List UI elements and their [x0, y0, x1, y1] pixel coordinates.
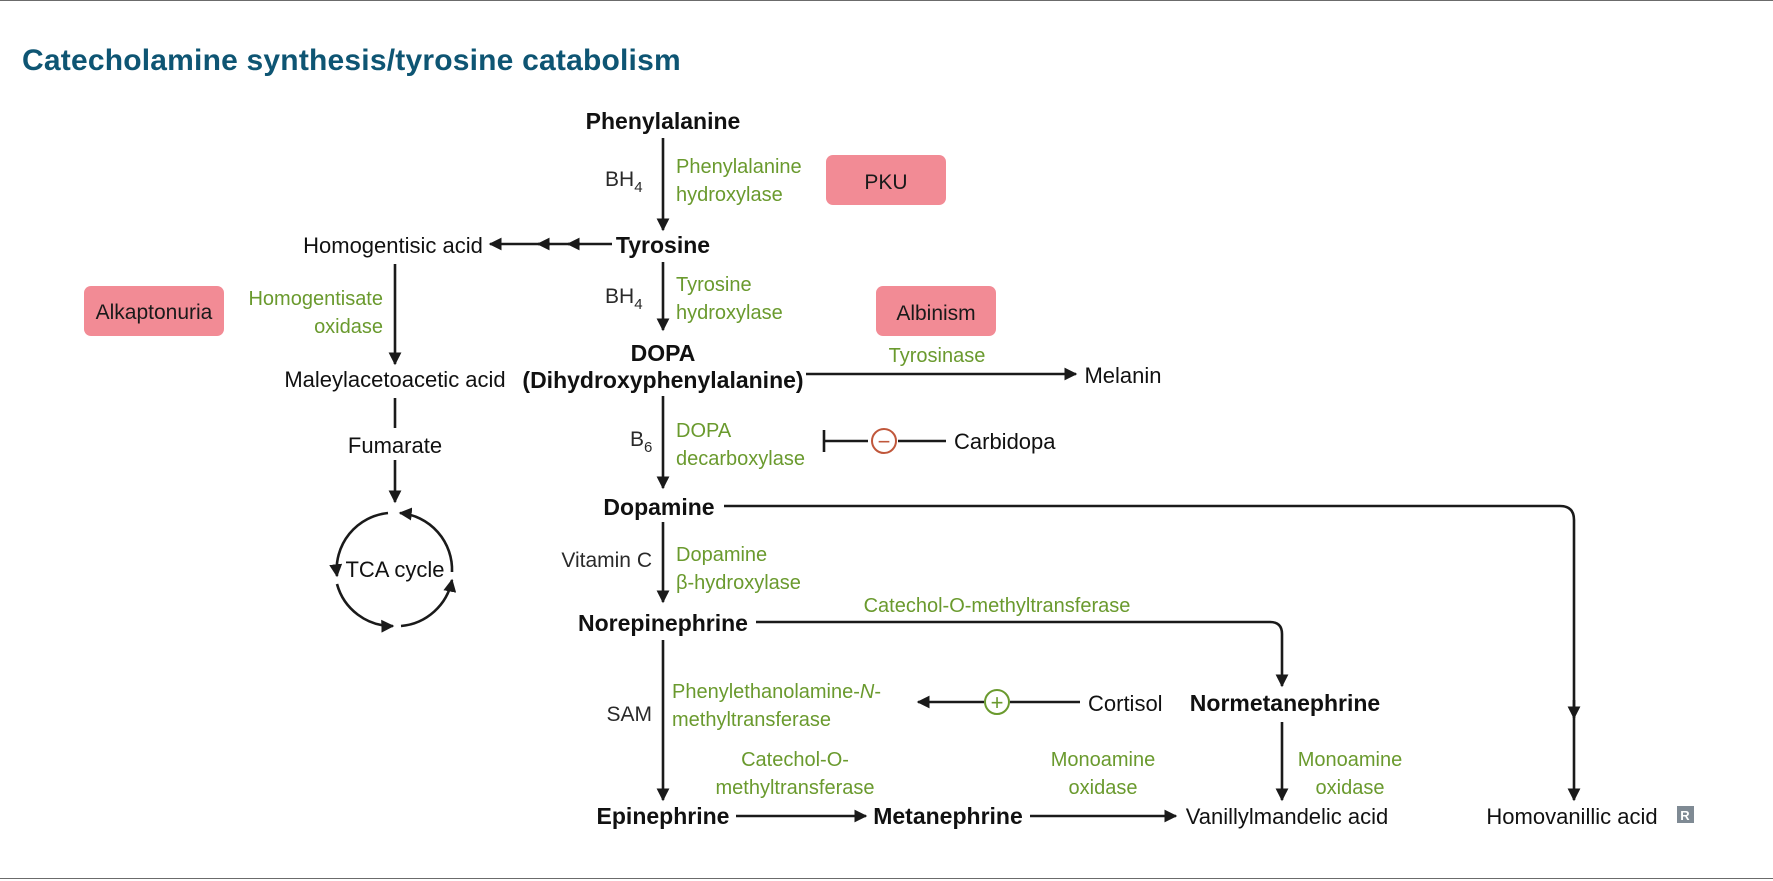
node-normetanephrine: Normetanephrine	[1190, 690, 1380, 716]
cofactor-sam: SAM	[606, 703, 652, 726]
enzyme-dopa-decarboxylase-line1: DOPA	[676, 420, 732, 442]
node-norepinephrine: Norepinephrine	[578, 610, 748, 636]
node-tyrosine: Tyrosine	[616, 232, 710, 258]
bottom-rule	[0, 878, 1773, 879]
enzyme-comt-lower-line2: methyltransferase	[716, 777, 875, 799]
node-melanin: Melanin	[1084, 363, 1161, 388]
rx-badge-icon: R	[1677, 806, 1694, 823]
cofactor-bh4-b: BH4	[605, 285, 643, 313]
stimulate-sign: +	[991, 690, 1004, 715]
disease-label-alkaptonuria: Alkaptonuria	[96, 301, 213, 324]
enzyme-tyrosinase: Tyrosinase	[889, 345, 986, 367]
node-phenylalanine: Phenylalanine	[586, 108, 741, 134]
node-dopa: DOPA	[631, 340, 696, 366]
enzyme-tyr-hydroxylase-line2: hydroxylase	[676, 302, 783, 324]
enzyme-mao-left-line2: oxidase	[1069, 777, 1138, 799]
node-maleylacetoacetic-acid: Maleylacetoacetic acid	[284, 367, 505, 392]
page-title: Catecholamine synthesis/tyrosine catabol…	[22, 44, 681, 77]
disease-box-pku: PKU	[826, 155, 946, 205]
enzyme-tyr-hydroxylase-line1: Tyrosine	[676, 274, 752, 296]
node-vanillylmandelic-acid: Vanillylmandelic acid	[1186, 804, 1389, 829]
node-metanephrine: Metanephrine	[873, 803, 1023, 829]
node-homovanillic-acid: Homovanillic acid	[1486, 804, 1657, 829]
carbidopa-inhibition: −	[822, 428, 946, 454]
arrow-ne-to-normetanephrine	[756, 620, 1289, 688]
node-dopa-full-name: (Dihydroxyphenylalanine)	[522, 367, 803, 393]
disease-label-albinism: Albinism	[896, 302, 975, 325]
enzyme-mao-right-line1: Monoamine	[1298, 749, 1403, 771]
node-dopamine: Dopamine	[603, 494, 714, 520]
cofactor-b6: B6	[630, 428, 652, 456]
node-epinephrine: Epinephrine	[597, 803, 730, 829]
node-cortisol: Cortisol	[1088, 691, 1163, 716]
enzyme-phe-hydroxylase-line2: hydroxylase	[676, 184, 783, 206]
cofactor-vitamin-c: Vitamin C	[561, 549, 652, 572]
enzyme-dopamine-bhydroxylase-line2: β-hydroxylase	[676, 572, 801, 594]
arrow-dopamine-to-homovanillic	[724, 504, 1581, 802]
enzyme-comt-top: Catechol-O-methyltransferase	[864, 595, 1131, 617]
node-tca-cycle: TCA cycle	[345, 557, 444, 582]
stimulate-symbol	[984, 689, 1010, 715]
svg-text:R: R	[1680, 808, 1690, 823]
enzyme-phe-hydroxylase-line1: Phenylalanine	[676, 156, 802, 178]
enzyme-mao-right-line2: oxidase	[1316, 777, 1385, 799]
enzyme-mao-left-line1: Monoamine	[1051, 749, 1156, 771]
cofactor-bh4-a: BH4	[605, 168, 643, 196]
inhibit-sign: −	[878, 429, 891, 454]
tca-cycle-ring	[329, 507, 457, 633]
node-homogentisic-acid: Homogentisic acid	[303, 233, 483, 258]
enzyme-dopa-decarboxylase-line2: decarboxylase	[676, 448, 805, 470]
enzyme-comt-lower-line1: Catechol-O-	[741, 749, 849, 771]
disease-box-alkaptonuria: Alkaptonuria	[84, 286, 224, 336]
enzyme-homogentisate-oxidase-line2: oxidase	[314, 316, 383, 338]
node-fumarate: Fumarate	[348, 433, 442, 458]
enzyme-pnmt-line2: methyltransferase	[672, 709, 831, 731]
disease-label-pku: PKU	[864, 171, 907, 194]
cortisol-stimulation: +	[916, 689, 1080, 715]
enzyme-homogentisate-oxidase-line1: Homogentisate	[248, 288, 383, 310]
disease-box-albinism: Albinism	[876, 286, 996, 336]
inhibit-symbol	[871, 428, 897, 454]
top-rule	[0, 0, 1773, 1]
enzyme-pnmt-line1: Phenylethanolamine-N-	[672, 681, 881, 703]
enzyme-dopamine-bhydroxylase-line1: Dopamine	[676, 544, 767, 566]
node-carbidopa: Carbidopa	[954, 429, 1056, 454]
